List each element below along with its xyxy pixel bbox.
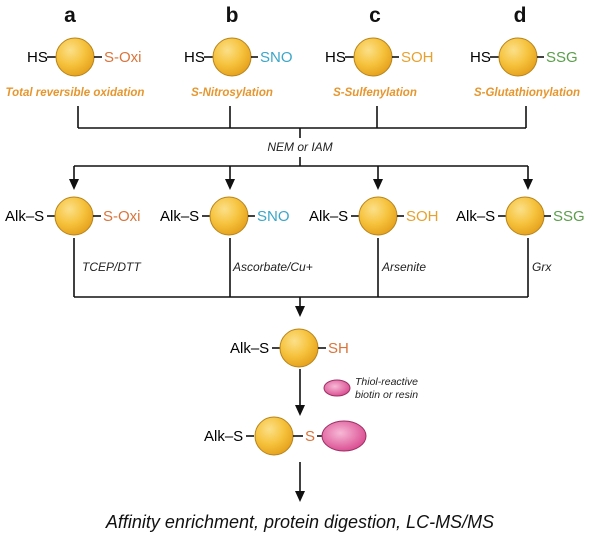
modification-group-label: SNO [257, 208, 290, 225]
modification-group-label: SSG [546, 49, 578, 66]
protein-ball [55, 37, 95, 77]
protein-ball [254, 416, 294, 456]
arrow-head [523, 179, 533, 190]
alkyl-group-label: Alk–S [230, 340, 269, 357]
modification-group-label: SOH [401, 49, 434, 66]
protein-ball [212, 37, 252, 77]
alkylated-protein-b: Alk–S SNO [160, 196, 290, 236]
arrow-head [373, 179, 383, 190]
final-analysis-step: Affinity enrichment, protein digestion, … [105, 512, 494, 532]
modification-group-label: S-Oxi [104, 49, 142, 66]
reduction-reagent-a: TCEP/DTT [82, 260, 142, 274]
thiol-group-label: HS [470, 49, 491, 66]
alkylated-protein-d: Alk–S SSG [456, 196, 585, 236]
alkyl-group-label: Alk–S [5, 208, 44, 225]
column-letter-b: b [226, 4, 239, 27]
modification-b: HS SNO [184, 37, 293, 77]
modification-c: HS SOH [325, 37, 434, 77]
modification-type-label-b: S-Nitrosylation [191, 87, 273, 99]
probe-ellipse-icon [321, 420, 367, 452]
modification-a: HS S-Oxi [27, 37, 142, 77]
protein-ball [54, 196, 94, 236]
modification-group-label: SOH [406, 208, 439, 225]
modification-type-label-c: S-Sulfenylation [333, 87, 417, 99]
alkyl-group-label: Alk–S [456, 208, 495, 225]
arrow-head [225, 179, 235, 190]
protein-ball [505, 196, 545, 236]
reduction-reagent-d: Grx [532, 260, 552, 274]
column-letter-c: c [369, 4, 381, 27]
blocking-reagent-label: NEM or IAM [267, 140, 332, 154]
reduction-bracket [73, 238, 529, 307]
probe-label-line-2: biotin or resin [355, 389, 418, 401]
linker-sulfur-label: S [305, 428, 315, 445]
thiol-group-label: HS [184, 49, 205, 66]
arrow-head [69, 179, 79, 190]
thiol-group-label: HS [325, 49, 346, 66]
reduction-reagent-b: Ascorbate/Cu+ [232, 260, 313, 274]
column-letter-a: a [64, 4, 76, 27]
alkylated-protein-a: Alk–S S-Oxi [5, 196, 141, 236]
alkyl-group-label: Alk–S [160, 208, 199, 225]
modification-group-label: SSG [553, 208, 585, 225]
arrow-head [295, 306, 305, 317]
arrow-head [295, 491, 305, 502]
free-thiol-label: SH [328, 340, 349, 357]
labeled-protein: Alk–S S [204, 416, 367, 456]
protein-ball [498, 37, 538, 77]
modification-group-label: SNO [260, 49, 293, 66]
protein-ball [353, 37, 393, 77]
modification-type-label-a: Total reversible oxidation [6, 87, 145, 99]
alkyl-group-label: Alk–S [204, 428, 243, 445]
probe-ellipse-icon [323, 379, 351, 397]
modification-group-label: S-Oxi [103, 208, 141, 225]
protein-ball [209, 196, 249, 236]
thiol-group-label: HS [27, 49, 48, 66]
column-letter-d: d [514, 4, 527, 27]
split-bracket [73, 157, 529, 180]
protein-ball [279, 328, 319, 368]
merge-bracket [77, 106, 527, 138]
arrow-head [295, 405, 305, 416]
modification-d: HS SSG [470, 37, 578, 77]
alkyl-group-label: Alk–S [309, 208, 348, 225]
reduced-protein: Alk–S SH [230, 328, 349, 368]
reduction-reagent-c: Arsenite [381, 260, 426, 274]
thiol-reactive-probe: Thiol-reactive biotin or resin [323, 376, 418, 401]
probe-label-line-1: Thiol-reactive [355, 376, 418, 388]
protein-ball [358, 196, 398, 236]
modification-type-label-d: S-Glutathionylation [474, 87, 580, 99]
alkylated-protein-c: Alk–S SOH [309, 196, 439, 236]
